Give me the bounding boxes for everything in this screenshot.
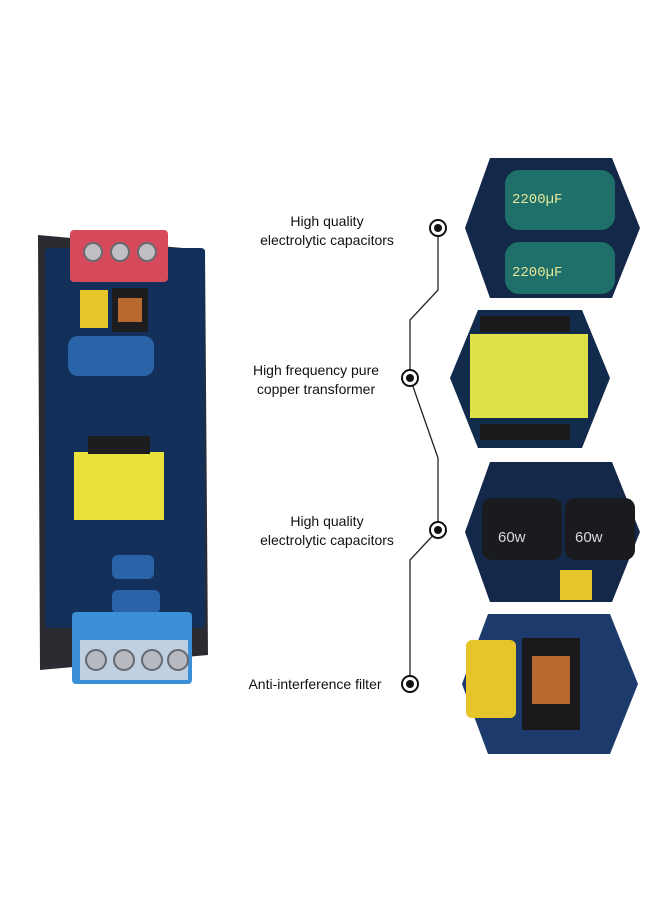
transformer-closeup-hexagon [450,310,610,448]
bullet-1 [429,219,447,237]
output-capacitor [112,590,160,614]
capacitor-marking-3: 60w [498,529,526,546]
bullet-4 [401,675,419,693]
capacitor-marking-2: 2200µF [512,265,562,281]
bullet-2 [401,369,419,387]
x-capacitor [80,290,108,328]
filter-closeup-hexagon [462,614,638,754]
capacitor-marking-1: 2200µF [512,192,562,208]
transformer [74,452,164,520]
bullet-3 [429,521,447,539]
capacitor-closeup-hexagon-2: 60w 60w [465,462,640,602]
feature-label-4: Anti-interference filter [248,676,382,692]
output-capacitor [112,555,154,579]
capacitor-closeup-hexagon-1: 2200µF 2200µF [465,158,640,298]
capacitor-marking-4: 60w [575,529,603,546]
bulk-capacitor [68,336,154,376]
